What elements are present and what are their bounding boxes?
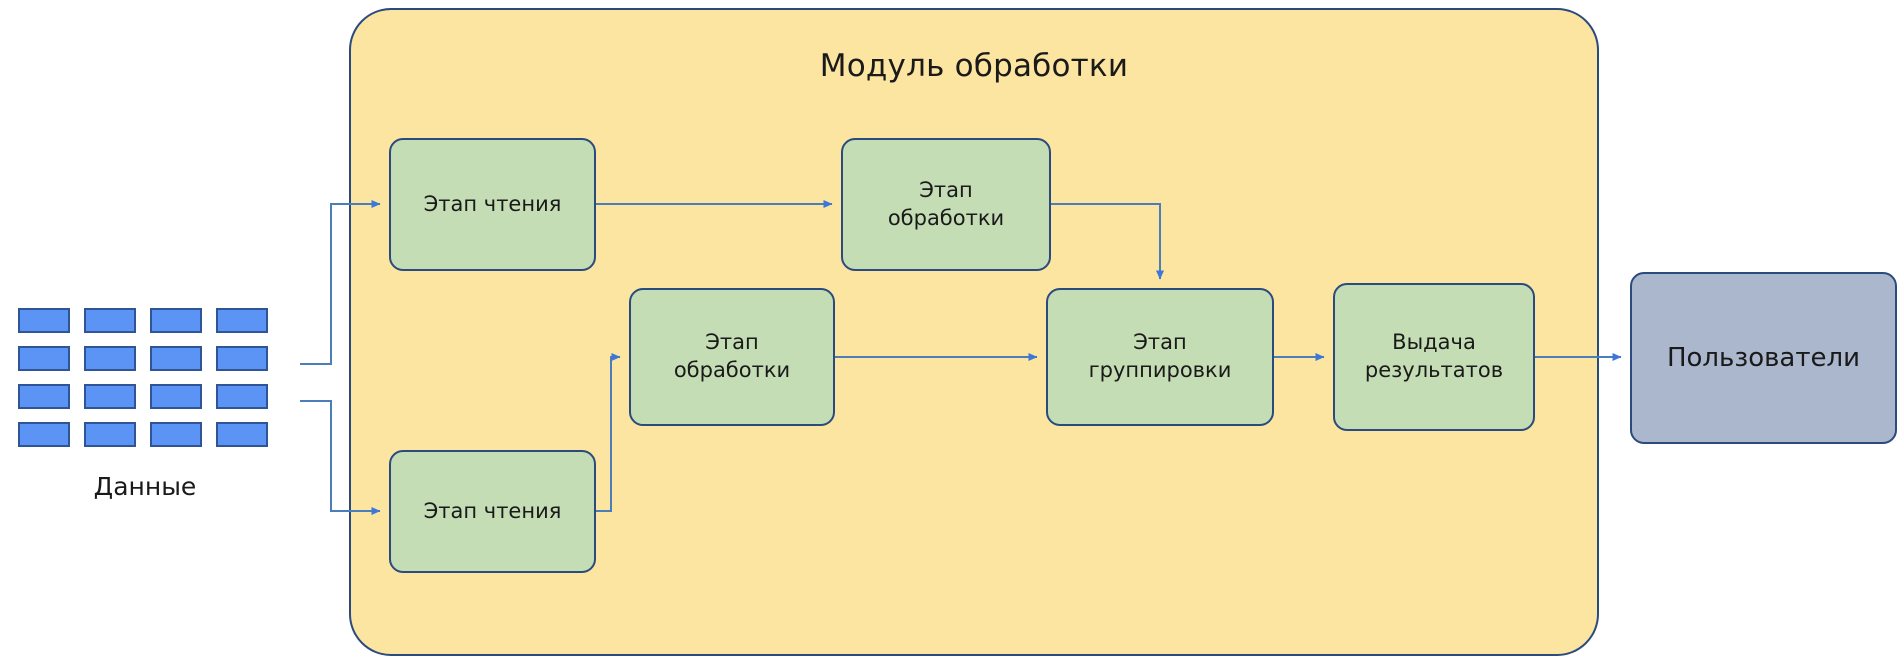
node-process-stage-top[interactable]: Этап обработки [841, 138, 1051, 271]
data-cell [216, 346, 268, 371]
data-grid-row [18, 384, 298, 409]
data-grid-row [18, 422, 298, 447]
node-grouping-stage[interactable]: Этап группировки [1046, 288, 1274, 426]
data-cell [150, 346, 202, 371]
data-cell [150, 422, 202, 447]
node-result-output[interactable]: Выдача результатов [1333, 283, 1535, 431]
data-source-label: Данные [93, 472, 197, 501]
data-cell [18, 384, 70, 409]
data-cell [18, 308, 70, 333]
data-cell [84, 308, 136, 333]
node-read-stage-top[interactable]: Этап чтения [389, 138, 596, 271]
data-cell [18, 346, 70, 371]
data-cell [150, 384, 202, 409]
data-grid-row [18, 308, 298, 333]
data-cell [150, 308, 202, 333]
data-cell [84, 346, 136, 371]
data-cell [84, 422, 136, 447]
node-read-stage-bottom[interactable]: Этап чтения [389, 450, 596, 573]
data-cell [216, 422, 268, 447]
module-title: Модуль обработки [819, 48, 1129, 84]
data-grid-row [18, 346, 298, 371]
node-process-stage-middle[interactable]: Этап обработки [629, 288, 835, 426]
data-cell [216, 308, 268, 333]
data-cell [18, 422, 70, 447]
data-cell [216, 384, 268, 409]
node-users[interactable]: Пользователи [1630, 272, 1897, 444]
data-cell [84, 384, 136, 409]
data-source-grid [18, 308, 298, 460]
